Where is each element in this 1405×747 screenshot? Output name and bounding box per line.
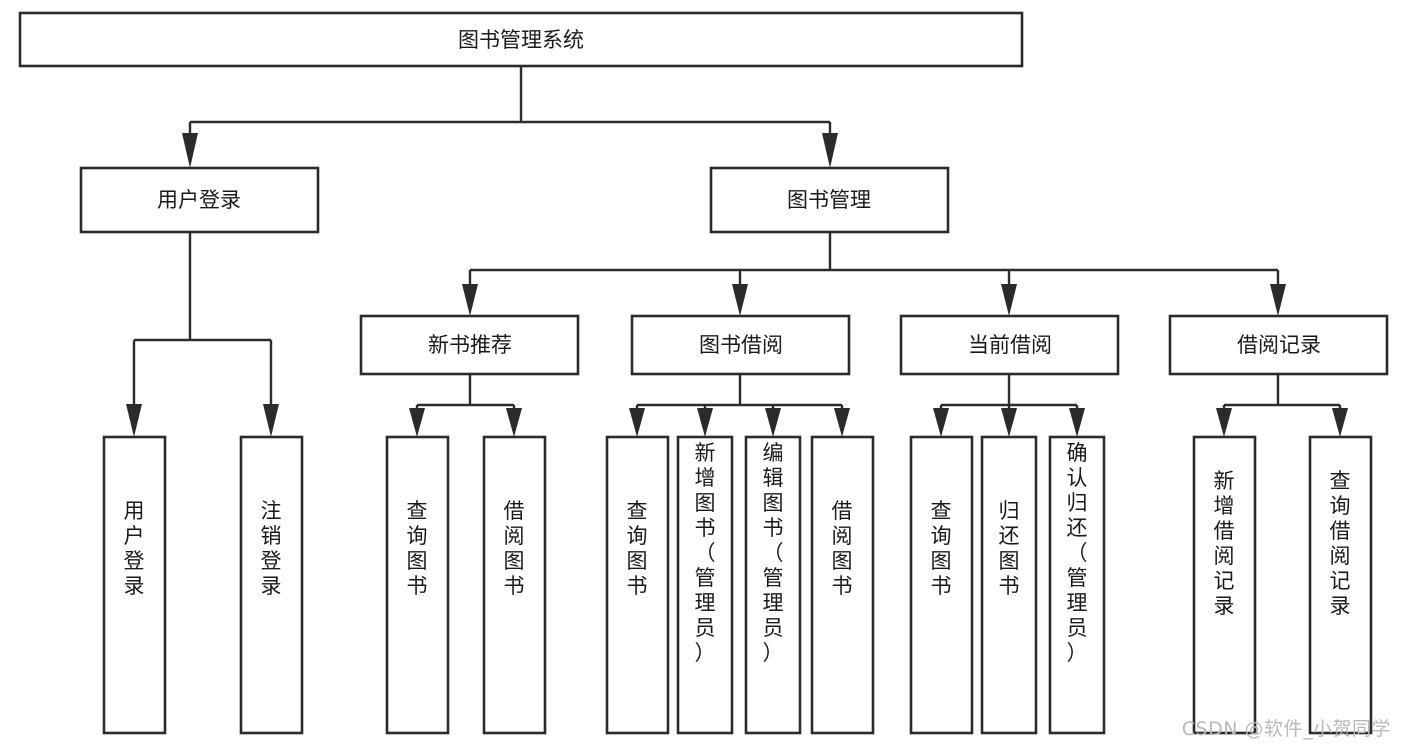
node-root-label: 图书管理系统	[458, 28, 584, 52]
node-leaf-query-book-3[interactable]: 查询图书	[909, 435, 974, 735]
node-root[interactable]: 图书管理系统	[18, 11, 1024, 68]
node-leaf-edit-book-label: 编辑图书（管理员）	[763, 441, 784, 665]
arrow-head-book-borrow	[732, 284, 748, 316]
arrow-head-leaf-add-record	[1216, 408, 1232, 437]
node-leaf-add-book-label: 新增图书（管理员）	[695, 441, 716, 665]
node-leaf-logout-login[interactable]: 注销登录	[239, 435, 304, 735]
node-borrow-record-label: 借阅记录	[1237, 333, 1321, 357]
node-leaf-add-record[interactable]: 新增借阅记录	[1192, 435, 1257, 735]
node-leaf-add-book-box[interactable]	[676, 435, 734, 735]
node-leaf-confirm-return-label: 确认归还（管理员）	[1067, 441, 1088, 665]
node-book-management-label: 图书管理	[787, 188, 871, 212]
arrow-head-leaf-borrow-book-1	[506, 408, 522, 437]
node-book-management[interactable]: 图书管理	[709, 166, 950, 234]
node-leaf-borrow-book-2-box[interactable]	[810, 435, 875, 735]
arrow-head-leaf-query-record	[1332, 408, 1348, 437]
arrow-head-current-borrow	[1001, 284, 1017, 316]
arrow-head-leaf-borrow-book-2	[834, 408, 850, 437]
arrow-head-leaf-query-book-2	[629, 408, 645, 437]
connector-layer	[126, 66, 1348, 437]
node-leaf-confirm-return[interactable]: 确认归还（管理员）	[1048, 435, 1106, 735]
arrow-head-leaf-query-book-3	[933, 408, 949, 437]
node-leaf-add-record-label: 新增借阅记录	[1214, 469, 1235, 618]
arrow-head-leaf-confirm-return	[1069, 408, 1085, 437]
node-user-login-box[interactable]	[79, 166, 320, 234]
arrow-head-leaf-user-login	[126, 404, 142, 437]
arrow-head-leaf-logout-login	[263, 404, 279, 437]
node-leaf-user-login[interactable]: 用户登录	[102, 435, 167, 735]
node-leaf-user-login-label: 用户登录	[124, 499, 145, 598]
node-leaf-confirm-return-box[interactable]	[1048, 435, 1106, 735]
node-leaf-add-record-box[interactable]	[1192, 435, 1257, 735]
node-leaf-logout-login-box[interactable]	[239, 435, 304, 735]
node-current-borrow[interactable]: 当前借阅	[899, 314, 1120, 376]
node-leaf-query-record-label: 查询借阅记录	[1330, 469, 1351, 618]
node-leaf-borrow-book-2-label: 借阅图书	[832, 499, 853, 598]
node-borrow-record-box[interactable]	[1168, 314, 1389, 376]
node-leaf-borrow-book-1-box[interactable]	[482, 435, 547, 735]
arrow-head-leaf-query-book-1	[409, 408, 425, 437]
arrow-head-book-management	[822, 133, 838, 168]
node-leaf-edit-book[interactable]: 编辑图书（管理员）	[744, 435, 802, 735]
node-leaf-borrow-book-1-label: 借阅图书	[504, 499, 525, 598]
node-leaf-add-book[interactable]: 新增图书（管理员）	[676, 435, 734, 735]
node-leaf-query-book-2-box[interactable]	[605, 435, 670, 735]
node-new-book-recommend-box[interactable]	[359, 314, 580, 376]
node-leaf-query-book-2[interactable]: 查询图书	[605, 435, 670, 735]
arrow-head-leaf-return-book	[1001, 408, 1017, 437]
node-leaf-query-book-1-label: 查询图书	[407, 499, 428, 598]
node-current-borrow-label: 当前借阅	[968, 333, 1052, 357]
node-new-book-recommend[interactable]: 新书推荐	[359, 314, 580, 376]
node-new-book-recommend-label: 新书推荐	[428, 333, 512, 357]
arrow-head-leaf-add-book	[697, 408, 713, 437]
node-book-borrow-box[interactable]	[630, 314, 851, 376]
node-leaf-edit-book-box[interactable]	[744, 435, 802, 735]
node-leaf-query-book-3-box[interactable]	[909, 435, 974, 735]
node-leaf-borrow-book-2[interactable]: 借阅图书	[810, 435, 875, 735]
node-leaf-return-book[interactable]: 归还图书	[980, 435, 1038, 735]
node-leaf-borrow-book-1[interactable]: 借阅图书	[482, 435, 547, 735]
node-borrow-record[interactable]: 借阅记录	[1168, 314, 1389, 376]
csdn-watermark: CSDN @软件_小贺同学	[1181, 718, 1391, 740]
arrow-head-borrow-record	[1270, 284, 1286, 316]
arrow-head-user-login	[182, 133, 198, 168]
node-leaf-query-book-3-label: 查询图书	[931, 499, 952, 598]
node-leaf-query-record[interactable]: 查询借阅记录	[1308, 435, 1373, 735]
node-leaf-return-book-box[interactable]	[980, 435, 1038, 735]
node-book-management-box[interactable]	[709, 166, 950, 234]
node-user-login-label: 用户登录	[157, 188, 241, 212]
node-book-borrow-label: 图书借阅	[699, 333, 783, 357]
node-user-login[interactable]: 用户登录	[79, 166, 320, 234]
node-leaf-query-book-2-label: 查询图书	[627, 499, 648, 598]
node-leaf-user-login-box[interactable]	[102, 435, 167, 735]
node-book-borrow[interactable]: 图书借阅	[630, 314, 851, 376]
node-root-box[interactable]	[18, 11, 1024, 68]
node-leaf-query-book-1-box[interactable]	[385, 435, 450, 735]
node-leaf-query-book-1[interactable]: 查询图书	[385, 435, 450, 735]
arrow-head-leaf-edit-book	[765, 408, 781, 437]
node-leaf-logout-login-label: 注销登录	[261, 499, 282, 598]
node-leaf-query-record-box[interactable]	[1308, 435, 1373, 735]
arrow-head-new-book-recommend	[462, 284, 478, 316]
node-leaf-return-book-label: 归还图书	[999, 499, 1020, 598]
node-current-borrow-box[interactable]	[899, 314, 1120, 376]
